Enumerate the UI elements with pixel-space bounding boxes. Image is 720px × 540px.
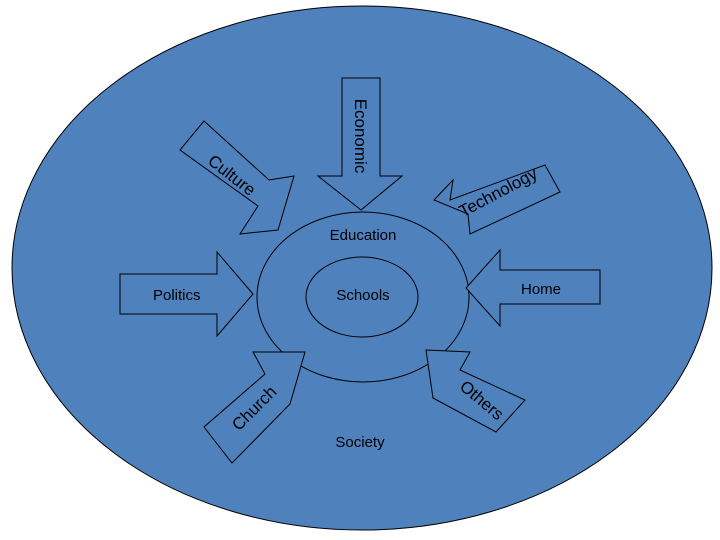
politics-label: Politics bbox=[153, 287, 201, 304]
church-arrow bbox=[203, 351, 306, 464]
schools-label: Schools bbox=[336, 287, 389, 304]
economic-label: Economic bbox=[351, 99, 370, 174]
home-arrow bbox=[465, 248, 601, 328]
politics-arrow bbox=[119, 250, 254, 338]
education-label: Education bbox=[330, 227, 397, 244]
others-arrow bbox=[425, 349, 526, 433]
society-label: Society bbox=[335, 434, 385, 451]
economic-arrow bbox=[316, 77, 404, 211]
schools-ellipse bbox=[305, 256, 419, 338]
technology-arrow bbox=[433, 164, 561, 235]
home-label: Home bbox=[521, 281, 561, 298]
culture-arrow bbox=[179, 120, 295, 235]
